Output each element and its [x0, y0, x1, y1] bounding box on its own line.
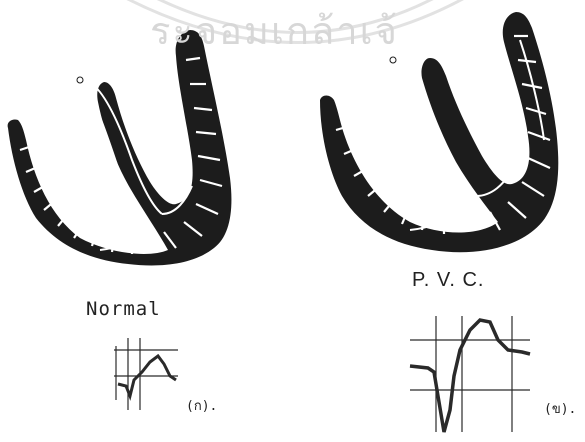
- panel-a-label: (ก).: [186, 400, 217, 413]
- pvc-sa-node: [390, 57, 396, 63]
- watermark-seal: [120, 0, 470, 43]
- normal-heart-wall: [8, 30, 232, 265]
- pvc-label: P. V. C.: [412, 270, 485, 290]
- normal-sa-node: [77, 77, 83, 83]
- normal-ecg-trace: [114, 338, 178, 410]
- panel-b-label: (ข).: [544, 403, 576, 416]
- normal-heart-diagram: [8, 30, 232, 265]
- pvc-ecg-trace: [410, 316, 530, 432]
- pvc-heart-diagram: [320, 12, 558, 252]
- normal-label: Normal: [86, 300, 161, 319]
